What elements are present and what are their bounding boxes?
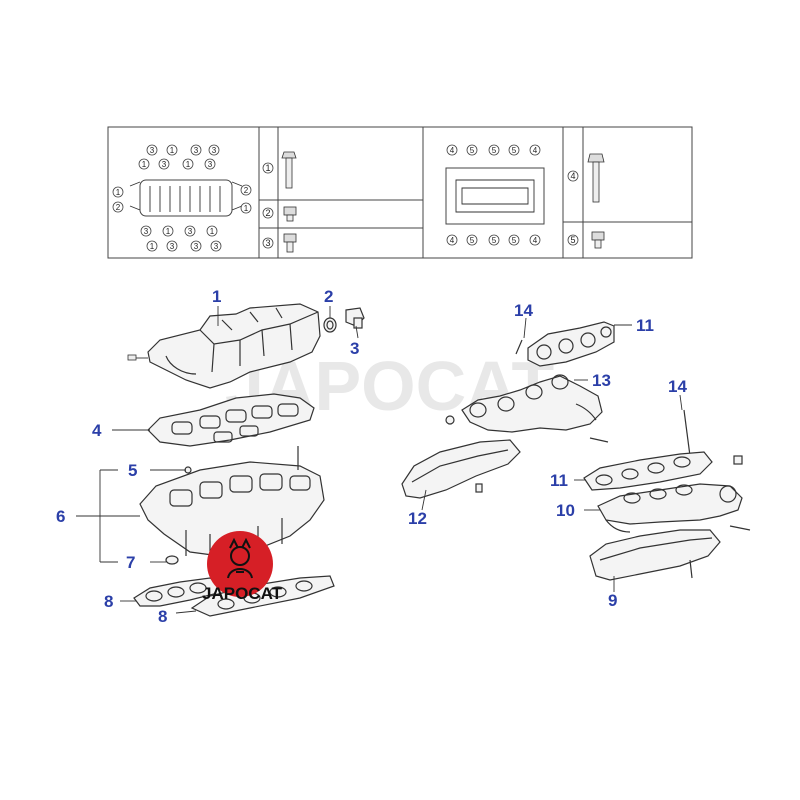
svg-text:5: 5 — [470, 146, 475, 155]
exhaust-gasket-upper — [527, 321, 615, 367]
port-gasket-left — [133, 577, 221, 607]
callout-9: 9 — [608, 591, 617, 610]
stud-bolt-icon — [281, 151, 297, 189]
callout-5: 5 — [128, 461, 137, 480]
intake-gasket — [147, 393, 315, 447]
callout-11-lower: 11 — [550, 471, 568, 490]
svg-text:1: 1 — [186, 160, 191, 169]
svg-text:3: 3 — [162, 160, 167, 169]
svg-text:3: 3 — [265, 238, 270, 248]
svg-text:1: 1 — [142, 160, 147, 169]
svg-text:1: 1 — [244, 204, 249, 213]
logo-text: JAPOCAT — [202, 584, 283, 603]
svg-text:1: 1 — [150, 242, 155, 251]
svg-text:4: 4 — [570, 171, 575, 181]
bolt-icon — [127, 354, 137, 361]
plug — [165, 555, 179, 565]
callout-numbers: 1 2 3 4 5 6 7 8 8 9 10 11 11 12 13 14 14 — [56, 287, 687, 626]
svg-text:1: 1 — [116, 188, 121, 197]
nut — [445, 415, 455, 425]
svg-text:3: 3 — [188, 227, 193, 236]
svg-text:4: 4 — [533, 146, 538, 155]
heat-shield-right — [589, 529, 721, 581]
callout-2: 2 — [324, 287, 333, 306]
legend-row-1: 1 — [262, 151, 297, 189]
callout-14-left: 14 — [514, 301, 533, 320]
svg-text:3: 3 — [194, 242, 199, 251]
callout-6: 6 — [56, 507, 65, 526]
callout-12: 12 — [408, 509, 427, 528]
japocat-logo: JAPOCAT — [202, 531, 283, 603]
callout-8-right: 8 — [158, 607, 167, 626]
svg-text:3: 3 — [150, 146, 155, 155]
cat-icon — [227, 537, 253, 579]
exhaust-bolt-pattern-diagram: 4 5 5 5 4 4 5 5 5 4 — [445, 144, 545, 246]
svg-text:1: 1 — [210, 227, 215, 236]
svg-text:3: 3 — [214, 242, 219, 251]
legend-row-2: 2 — [262, 206, 297, 222]
short-bolt-icon — [591, 231, 605, 249]
callout-14-right: 14 — [668, 377, 687, 396]
stud — [589, 437, 609, 443]
svg-text:4: 4 — [533, 236, 538, 245]
svg-text:3: 3 — [144, 227, 149, 236]
callout-10: 10 — [556, 501, 575, 520]
exhaust-manifold-left — [461, 374, 603, 433]
svg-text:5: 5 — [512, 236, 517, 245]
long-stud-icon — [587, 153, 605, 203]
callout-13: 13 — [592, 371, 611, 390]
svg-text:1: 1 — [166, 227, 171, 236]
svg-text:5: 5 — [570, 235, 575, 245]
svg-text:5: 5 — [492, 236, 497, 245]
callout-1: 1 — [212, 287, 221, 306]
leader-lines — [76, 306, 683, 614]
svg-text:3: 3 — [170, 242, 175, 251]
svg-text:5: 5 — [512, 146, 517, 155]
heat-shield-left — [401, 439, 521, 499]
svg-text:1: 1 — [265, 163, 270, 173]
svg-text:3: 3 — [194, 146, 199, 155]
nut-right — [733, 455, 743, 465]
svg-text:2: 2 — [116, 203, 121, 212]
svg-text:1: 1 — [170, 146, 175, 155]
svg-text:3: 3 — [208, 160, 213, 169]
svg-text:4: 4 — [450, 146, 455, 155]
svg-text:5: 5 — [492, 146, 497, 155]
svg-text:4: 4 — [450, 236, 455, 245]
callout-11-upper: 11 — [636, 316, 654, 335]
svg-text:3: 3 — [212, 146, 217, 155]
legend-row-3: 3 — [262, 233, 297, 253]
stud-lower — [729, 525, 751, 531]
callout-7: 7 — [126, 553, 135, 572]
exhaust-gasket-lower — [583, 451, 713, 491]
exhaust-manifold-right — [597, 483, 743, 533]
gasket-ring — [323, 317, 337, 333]
sensor-plug — [345, 307, 365, 329]
stud-14-right — [683, 409, 691, 457]
svg-text:2: 2 — [265, 208, 270, 218]
callout-8-left: 8 — [104, 592, 113, 611]
stud-14-left — [515, 339, 523, 355]
svg-text:2: 2 — [244, 186, 249, 195]
legend-row-4: 4 — [567, 153, 605, 203]
hex-bolt-icon — [283, 233, 297, 253]
legend-row-5: 5 — [567, 231, 605, 249]
callout-3: 3 — [350, 339, 359, 358]
flange-bolt-icon — [283, 206, 297, 222]
svg-text:5: 5 — [470, 236, 475, 245]
callout-4: 4 — [92, 421, 102, 440]
intake-manifold-upper — [147, 303, 321, 389]
